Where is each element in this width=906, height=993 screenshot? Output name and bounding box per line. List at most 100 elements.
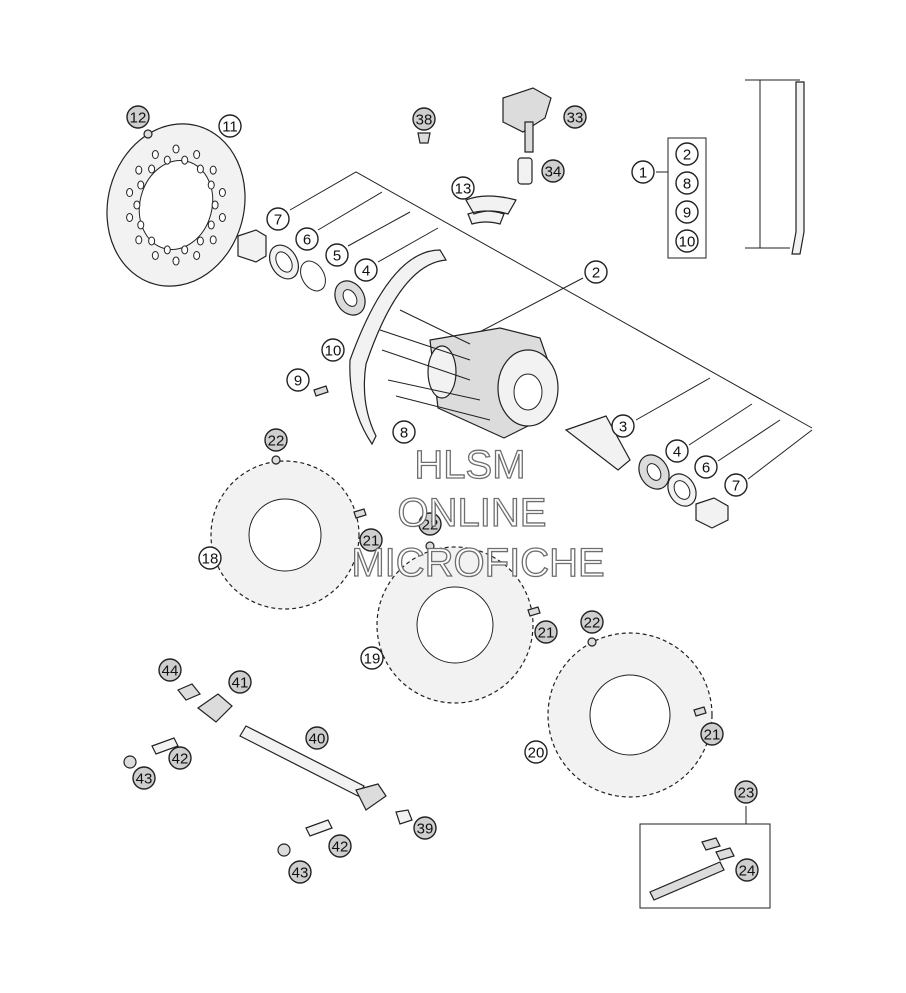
- callout-c4b: 4: [665, 439, 689, 463]
- callout-number: 4: [362, 263, 370, 280]
- chain-guide-33: [502, 87, 552, 133]
- sprocket-bolts: [271, 455, 707, 717]
- callout-circle: [198, 546, 222, 570]
- callout-circle: [734, 780, 758, 804]
- disc-hole: [209, 165, 217, 175]
- callout-circle: [675, 142, 699, 166]
- callout-c21a: 21: [359, 528, 383, 552]
- axle-assembly: [123, 683, 413, 857]
- callout-circle: [700, 722, 724, 746]
- callout-c11: 11: [218, 114, 242, 138]
- callout-c13: 13: [451, 176, 475, 200]
- callout-circle: [126, 105, 150, 129]
- callout-c1: 1: [631, 160, 655, 184]
- callout-number: 6: [303, 232, 311, 249]
- disc-hole: [151, 250, 159, 260]
- callout-c24: 24: [735, 858, 759, 882]
- callout-circle: [418, 512, 442, 536]
- callout-number: 42: [172, 751, 189, 768]
- callout-number: 8: [683, 176, 691, 193]
- callout-c20: 20: [524, 740, 548, 764]
- spoke-length-drawing: [745, 79, 805, 255]
- callout-circle: [359, 528, 383, 552]
- callout-c42a: 42: [168, 746, 192, 770]
- callout-number: 22: [584, 615, 601, 632]
- callout-number: 24: [739, 863, 756, 880]
- disc-hole: [207, 180, 215, 190]
- callout-c7b: 7: [724, 473, 748, 497]
- disc-hole: [193, 250, 201, 260]
- callout-number: 11: [222, 119, 238, 136]
- sprocket-18: [210, 460, 360, 610]
- group-1-bracket: [656, 137, 707, 259]
- callout-c10: 10: [321, 338, 345, 362]
- callout-number: 19: [364, 651, 381, 668]
- callout-c6b: 6: [694, 455, 718, 479]
- disc-hole: [137, 220, 145, 230]
- callout-circle: [228, 670, 252, 694]
- callout-circle: [675, 171, 699, 195]
- callout-c5: 5: [325, 243, 349, 267]
- callout-circle: [360, 646, 384, 670]
- disc-hole: [218, 188, 226, 198]
- callout-c34: 34: [541, 159, 565, 183]
- callout-number: 9: [683, 205, 691, 222]
- callout-circle: [563, 105, 587, 129]
- callout-circle: [286, 368, 310, 392]
- callout-circle: [631, 160, 655, 184]
- callout-c39: 39: [413, 816, 437, 840]
- disc-hole: [133, 200, 141, 210]
- callout-number: 40: [309, 731, 326, 748]
- callout-c38: 38: [412, 107, 436, 131]
- callout-c4a: 4: [354, 258, 378, 282]
- callout-number: 21: [538, 625, 555, 642]
- callout-c42b: 42: [328, 834, 352, 858]
- callout-c2: 2: [584, 260, 608, 284]
- callout-circle: [694, 455, 718, 479]
- callout-circle: [392, 420, 416, 444]
- callout-circle: [321, 338, 345, 362]
- callout-c12: 12: [126, 105, 150, 129]
- chain-box: [639, 806, 771, 909]
- callout-c1-9: 9: [675, 200, 699, 224]
- callout-number: 8: [400, 425, 408, 442]
- leader-lines-upper: [289, 171, 813, 480]
- callout-c1-8: 8: [675, 171, 699, 195]
- callout-c41: 41: [228, 670, 252, 694]
- callout-number: 7: [274, 212, 282, 229]
- callout-number: 4: [673, 444, 681, 461]
- disc-hole: [135, 165, 143, 175]
- callout-circle: [325, 243, 349, 267]
- disc-hole: [126, 212, 134, 222]
- left-hub-parts: [237, 229, 366, 316]
- disc-hole: [163, 155, 171, 165]
- callout-circle: [295, 227, 319, 251]
- disc-hole: [181, 245, 189, 255]
- callout-c1-2: 2: [675, 142, 699, 166]
- watermark-line-3: MICROFICHE: [351, 541, 604, 585]
- callout-c19: 19: [360, 646, 384, 670]
- guide-pin: [524, 121, 534, 153]
- callout-circle: [541, 159, 565, 183]
- callout-circle: [675, 229, 699, 253]
- callout-number: 5: [333, 248, 341, 265]
- callout-circle: [412, 107, 436, 131]
- disc-hole: [193, 150, 201, 160]
- callout-c18: 18: [198, 546, 222, 570]
- callout-c43b: 43: [288, 860, 312, 884]
- callout-number: 3: [619, 419, 627, 436]
- disc-hole: [196, 236, 204, 246]
- callout-c21c: 21: [700, 722, 724, 746]
- brake-disc: [106, 123, 246, 287]
- callout-circle: [665, 439, 689, 463]
- disc-hole: [148, 164, 156, 174]
- callout-number: 42: [332, 839, 349, 856]
- callout-circle: [354, 258, 378, 282]
- disc-hole: [151, 150, 159, 160]
- callout-number: 9: [294, 373, 302, 390]
- callout-number: 2: [683, 147, 691, 164]
- callout-number: 39: [417, 821, 434, 838]
- callout-circle: [524, 740, 548, 764]
- callout-circle: [534, 620, 558, 644]
